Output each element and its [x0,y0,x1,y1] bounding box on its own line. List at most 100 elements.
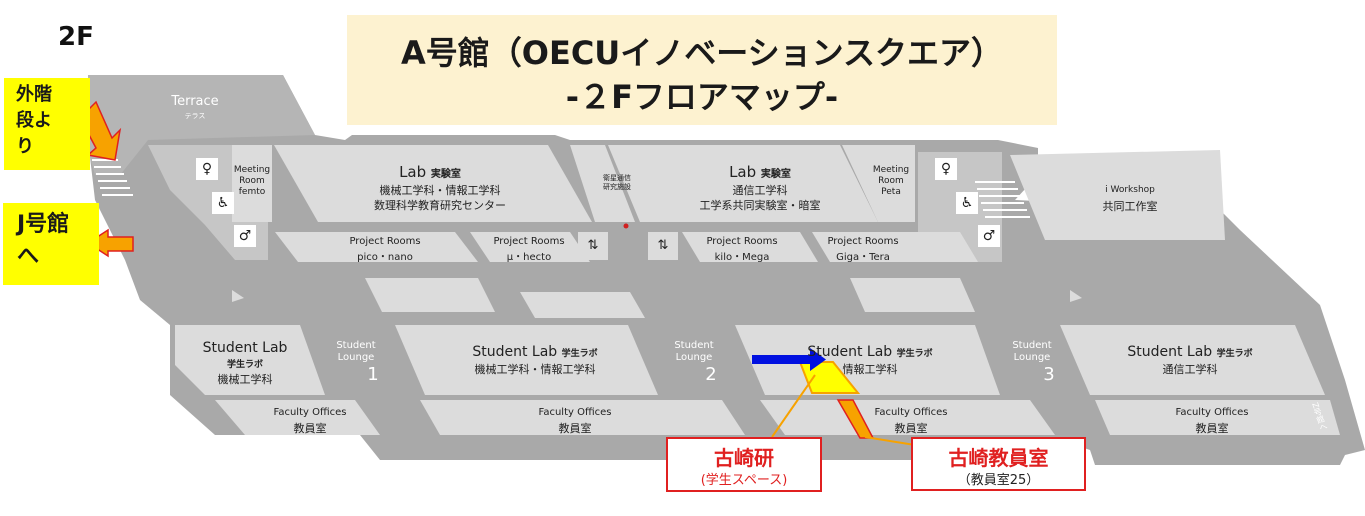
lab2-l2: 工学系共同実験室・暗室 [699,199,821,212]
faculty3-l1: Faculty Offices [874,407,948,418]
lounge2-l2: Lounge [675,352,713,363]
callout-line-lab [771,374,816,438]
room-faculty-1 [215,400,380,435]
lounge2-l1: Student [674,340,714,351]
room-pr-pico [275,232,478,262]
restroom-female-icon-right: ♀ [935,158,957,180]
pr-pico-l2: pico・nano [357,252,413,263]
elevator-icon: ⇅ [587,238,599,253]
restroom-male-icon: ♂ [234,225,256,247]
sl4-title-en: Student Lab [1127,344,1213,360]
meeting-peta-l2: Room [878,176,904,186]
arrow-from-stairs [79,100,122,161]
blue-arrow [752,348,826,371]
satellite-l1: 衛星通信 [603,174,631,182]
restroom-female-icon: ♀ [196,158,218,180]
pr-pico-l1: Project Rooms [349,236,421,247]
elevator-icon-2: ⇅ [657,238,669,253]
page-subtitle: -２Fフロアマップ- [565,78,839,116]
wheelchair-icon-right: ♿ [956,192,978,214]
lab1-title-ja: 実験室 [430,169,461,180]
room-student-lab-4 [1060,325,1325,395]
lounge3-n: 3 [1043,364,1055,385]
room-student-lab-3 [735,325,1000,395]
lab1-title-en: Lab [399,163,427,181]
meeting-femto-l3: femto [238,187,266,197]
faculty1-l1: Faculty Offices [273,407,347,418]
sl1-title: Student Lab [202,340,288,356]
callout-stairs: 外階段より [4,78,90,170]
meeting-peta-l3: Peta [881,187,901,197]
lab1-title: Lab 実験室 [330,163,530,181]
terrace-area [88,75,315,175]
lounge3-l1: Student [1012,340,1052,351]
room-faculty-4 [1095,400,1340,435]
sl3-title-en: Student Lab [807,344,893,360]
room-iworkshop [1010,150,1225,240]
sl2-title: Student Lab 学生ラボ [440,344,630,360]
sl3-title: Student Lab 学生ラボ [780,344,960,360]
faculty3-l2: 教員室 [894,422,928,435]
lounge3-l2: Lounge [1013,352,1051,363]
callout-line-office [864,436,916,446]
page-title: A号館（OECUイノベーションスクエア） [400,34,1004,72]
room-lab-1 [274,145,592,222]
lab2-title-en: Lab [729,163,757,181]
sl1-sub: 機械工学科 [217,373,273,386]
furusaki-lab-name: 古崎研 [714,446,774,470]
faculty2-l2: 教員室 [558,422,592,435]
satellite-l2: 研究施設 [603,183,631,191]
sl1-title-ja: 学生ラボ [226,360,263,370]
sl4-title: Student Lab 学生ラボ [1100,344,1280,360]
furusaki-office-name: 古崎教員室 [948,446,1049,470]
lab1-l1: 機械工学科・情報工学科 [379,184,501,197]
elevator-box-1 [578,232,608,260]
pr-micro-l2: μ・hecto [506,252,552,263]
room-lab-2 [608,145,878,222]
callout-furusaki-lab: 古崎研 (学生スペース) [666,437,822,492]
elevator-box-2 [648,232,678,260]
terrace-label: Terrace [171,94,219,109]
terrace-label-ja: テラス [184,112,206,120]
lounge1-n: 1 [367,364,379,385]
title-box [347,15,1057,125]
sl2-sub: 機械工学科・情報工学科 [474,363,596,376]
meeting-femto-l1: Meeting [233,165,271,175]
iworkshop-l2: 共同工作室 [1102,200,1158,213]
lab2-title-ja: 実験室 [760,169,791,180]
sl4-sub: 通信工学科 [1162,363,1218,376]
meeting-femto-l2: Room [239,176,265,186]
stairs-middle [365,278,975,318]
faculty4-l1: Faculty Offices [1175,407,1249,418]
callout-furusaki-office: 古崎教員室 （教員室25） [911,437,1086,491]
lounge1-l2: Lounge [337,352,375,363]
sl2-title-ja: 学生ラボ [561,349,598,359]
room-meeting-femto [232,145,272,222]
room-student-lab-2 [395,325,658,395]
pr-kilo-l2: kilo・Mega [714,252,770,263]
lab1-l2: 数理科学教育研究センター [374,199,506,212]
lounge2-n: 2 [705,364,717,385]
faculty2-l1: Faculty Offices [538,407,612,418]
room-student-lab-1 [175,325,325,395]
sl2-title-en: Student Lab [472,344,558,360]
pr-giga-l2: Giga・Tera [836,252,890,263]
furusaki-lab-sub: (学生スペース) [700,473,788,488]
room-pr-giga [812,232,978,262]
lounge1-l1: Student [336,340,376,351]
arrow-to-j-building [86,228,134,258]
sl4-title-ja: 学生ラボ [1216,349,1253,359]
faculty4-l2: 教員室 [1195,422,1229,435]
pr-micro-l1: Project Rooms [493,236,565,247]
room-pr-micro [470,232,590,262]
callout-j-building[interactable]: J号館へ [3,203,99,285]
corridor-markers [232,223,1082,302]
room-satellite [570,145,635,222]
wheelchair-icon: ♿ [212,192,234,214]
sl3-sub: 情報工学科 [842,363,898,376]
furusaki-office-sub: （教員室25） [957,473,1040,488]
stairs-right [975,181,1030,218]
room-faculty-2 [420,400,745,435]
callout-stairs-text: 外階段より [16,84,52,157]
